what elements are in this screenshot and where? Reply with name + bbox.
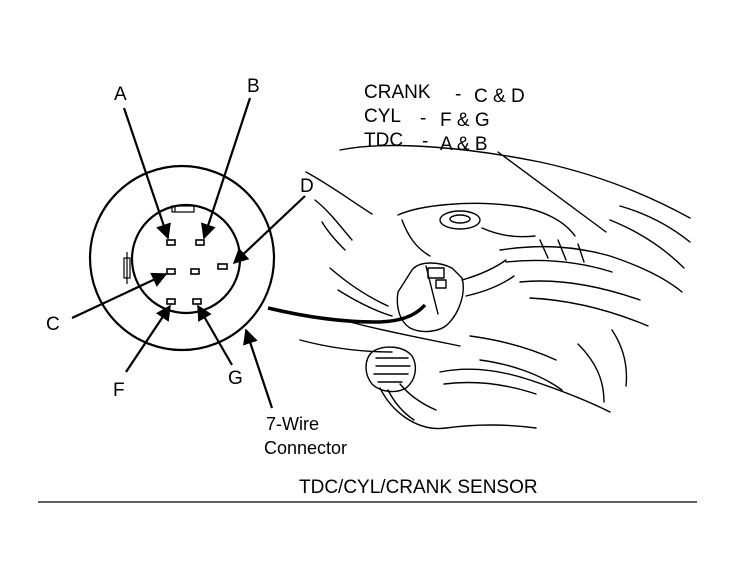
connector-inner-face xyxy=(130,203,242,315)
connector-face xyxy=(88,164,276,352)
leader-b xyxy=(201,97,252,240)
leader-f xyxy=(125,304,171,373)
pin-f xyxy=(166,298,176,305)
legend-tdc-dash: - xyxy=(422,131,428,152)
pin-d xyxy=(217,263,228,270)
pin-g xyxy=(192,298,202,305)
leader-c xyxy=(71,272,168,319)
pin-label-d: D xyxy=(300,176,314,197)
pin-label-g: G xyxy=(228,368,243,389)
engine-illustration xyxy=(299,144,691,430)
legend-cyl-dash: - xyxy=(420,108,426,129)
legend-cyl-pins: F & G xyxy=(440,110,490,131)
connector-label-line2: Connector xyxy=(264,438,347,458)
pin-label-c: C xyxy=(46,314,60,335)
legend-crank-pins: C & D xyxy=(474,86,525,107)
sensor-wire xyxy=(267,303,427,324)
pin-legend: CRANK - C & D CYL - F & G TDC - A & B xyxy=(364,82,525,155)
legend-cyl: CYL xyxy=(364,106,401,127)
pin-label-a: A xyxy=(114,84,127,105)
pin-b xyxy=(195,239,205,246)
legend-tdc-pins: A & B xyxy=(440,134,488,155)
leader-connector xyxy=(243,328,274,409)
leader-d xyxy=(232,195,306,265)
pin-label-f: F xyxy=(113,380,125,401)
legend-tdc: TDC xyxy=(364,130,403,151)
leader-a xyxy=(122,107,171,240)
pin-c xyxy=(166,268,176,275)
pin-a xyxy=(166,239,176,246)
legend-crank-dash: - xyxy=(455,84,461,105)
connector-label-line1: 7-Wire xyxy=(266,414,319,434)
leader-g xyxy=(197,304,233,366)
pin-label-b: B xyxy=(247,76,260,97)
pin-leaders xyxy=(71,97,306,409)
diagram-caption: TDC/CYL/CRANK SENSOR xyxy=(299,477,538,498)
legend-crank: CRANK xyxy=(364,82,431,103)
connector-outer-ring xyxy=(88,164,276,352)
connector-lock-tab xyxy=(171,205,195,213)
pin-e xyxy=(190,268,200,275)
